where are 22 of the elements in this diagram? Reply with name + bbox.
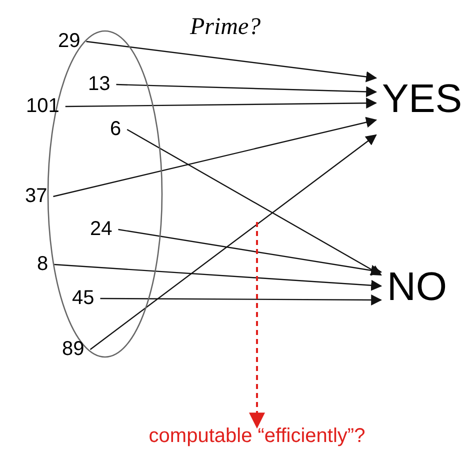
arrow bbox=[65, 98, 378, 109]
arrow bbox=[116, 84, 378, 98]
prime-label: Prime? bbox=[190, 14, 261, 42]
question-text: computable “efficiently”? bbox=[148, 425, 366, 448]
number-label: 13 bbox=[88, 73, 110, 96]
number-label: 37 bbox=[25, 185, 48, 208]
number-label: 6 bbox=[110, 118, 122, 141]
arrow bbox=[126, 128, 382, 276]
answer-label: YES bbox=[382, 76, 462, 122]
arrow bbox=[90, 134, 377, 350]
arrow bbox=[54, 264, 382, 291]
arrow bbox=[100, 294, 382, 306]
number-label: 8 bbox=[37, 253, 48, 276]
answer-label: NO bbox=[387, 264, 447, 310]
arrow bbox=[86, 40, 378, 82]
number-label: 45 bbox=[72, 287, 94, 310]
arrow bbox=[249, 222, 265, 429]
arrow bbox=[118, 228, 382, 276]
number-label: 89 bbox=[62, 338, 84, 361]
number-label: 29 bbox=[58, 30, 80, 53]
number-label: 24 bbox=[90, 218, 112, 241]
arrow bbox=[53, 116, 378, 198]
